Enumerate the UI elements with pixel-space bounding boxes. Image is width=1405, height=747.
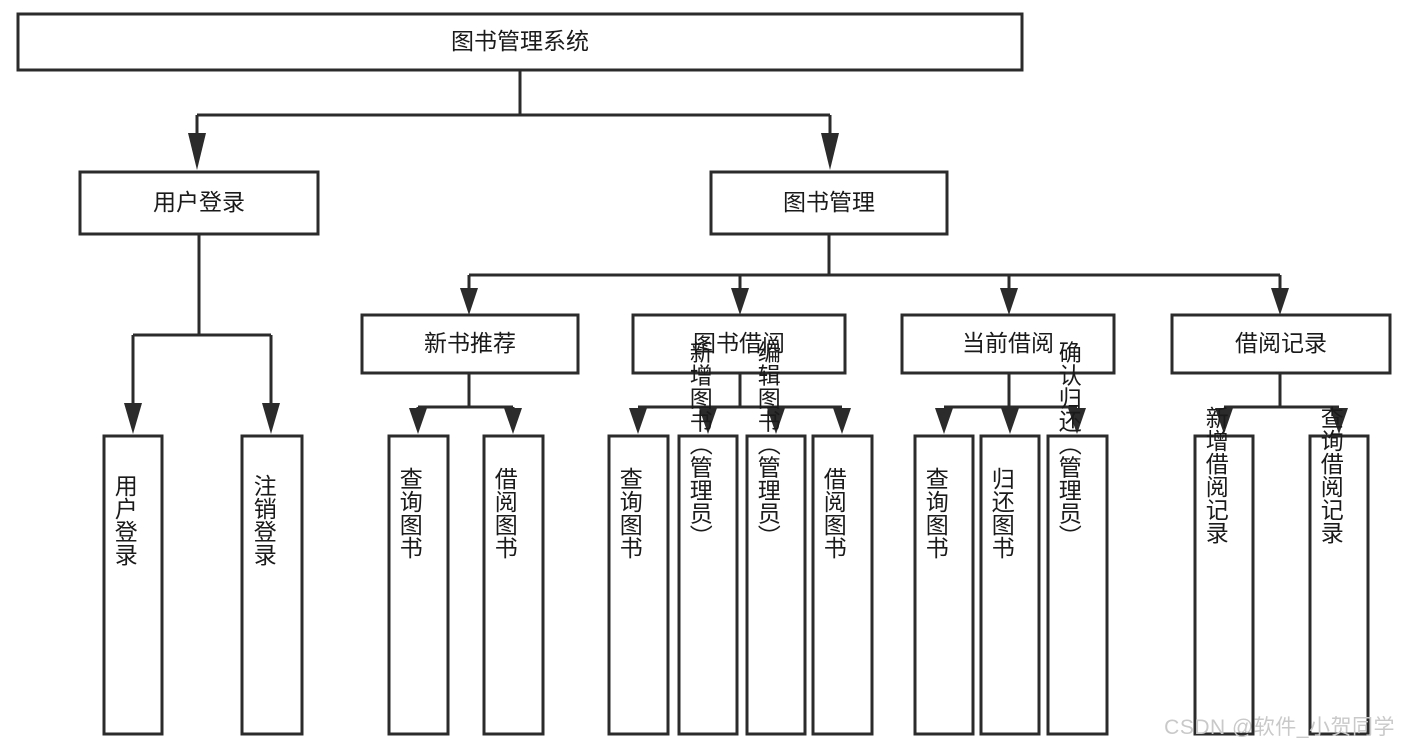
user-login-label: 用户登录 [153,189,245,215]
leaf-label: 编辑图书（管理员） [754,341,781,548]
leaf-new-book-recommend-2[interactable]: 借阅图书 [482,434,545,736]
arrow-newbook-leaf-1 [409,408,427,434]
current-borrow-label: 当前借阅 [962,330,1054,356]
leaf-book-borrow-1[interactable]: 查询图书 [607,434,670,736]
leaf-label: 用户登录 [111,474,138,566]
leaf-book-borrow-3[interactable]: 编辑图书（管理员） [745,341,807,736]
node-book-management[interactable]: 图书管理 [709,170,949,236]
node-user-login[interactable]: 用户登录 [78,170,320,236]
arrow-bookborrow-leaf-1 [629,408,647,434]
leaf-box [677,434,739,736]
arrow-currentborrow-leaf-2 [1001,408,1019,434]
leaf-current-borrow-2[interactable]: 归还图书 [979,434,1041,736]
csdn-watermark: CSDN @软件_小贺同学 [1164,716,1395,739]
book-management-label: 图书管理 [783,189,875,215]
leaf-borrow-record-2[interactable]: 查询借阅记录 [1308,406,1370,736]
leaf-label: 借阅图书 [820,467,847,559]
leaf-box [811,434,874,736]
arrow-currentborrow-leaf-3 [1068,408,1086,434]
node-root-book-management-system[interactable]: 图书管理系统 [16,12,1024,72]
leaf-box [387,434,450,736]
leaf-user-login-2[interactable]: 注销登录 [240,434,304,736]
leaf-box [607,434,670,736]
leaf-label: 注销登录 [250,474,277,566]
leaf-label: 查询图书 [922,467,949,559]
arrow-to-user-login [188,133,206,170]
leaf-label: 查询借阅记录 [1317,406,1344,544]
new-book-recommend-box [360,313,580,375]
connectors-layer [124,70,1348,434]
book-management-box [709,170,949,236]
leaf-borrow-record-1[interactable]: 新增借阅记录 [1193,406,1255,736]
arrow-to-borrow-record [1271,288,1289,315]
arrow-bookborrow-leaf-3 [767,408,785,434]
leaf-label: 查询图书 [616,467,643,559]
node-new-book-recommend[interactable]: 新书推荐 [360,313,580,375]
leaf-current-borrow-3[interactable]: 确认归还（管理员） [1046,341,1109,736]
current-borrow-box [900,313,1116,375]
arrow-bookborrow-leaf-2 [699,408,717,434]
arrow-currentborrow-leaf-1 [935,408,953,434]
arrow-to-book-borrow [731,288,749,315]
leaf-box [102,434,164,736]
leaf-box [913,434,975,736]
leaf-box [745,434,807,736]
root-label: 图书管理系统 [451,28,589,54]
leaf-box [1193,434,1255,736]
arrow-borrowrecord-leaf-2 [1330,408,1348,434]
leaf-book-borrow-4[interactable]: 借阅图书 [811,434,874,736]
new-book-recommend-label: 新书推荐 [424,330,516,356]
arrow-to-book-mgmt [821,133,839,170]
leaf-box [1308,434,1370,736]
arrow-borrowrecord-leaf-1 [1215,408,1233,434]
leaf-label: 确认归还（管理员） [1055,341,1082,548]
leaf-box [240,434,304,736]
arrow-bookborrow-leaf-4 [833,408,851,434]
user-login-box [78,170,320,236]
book-borrow-label: 图书借阅 [693,330,785,356]
arrow-userlogin-leaf-2 [262,403,280,434]
node-book-borrow[interactable]: 图书借阅 [631,313,847,375]
arrow-newbook-leaf-2 [504,408,522,434]
book-borrow-box [631,313,847,375]
leaf-new-book-recommend-1[interactable]: 查询图书 [387,434,450,736]
node-borrow-record[interactable]: 借阅记录 [1170,313,1392,375]
arrow-to-new-book [460,288,478,315]
leaf-box [1046,434,1109,736]
leaf-current-borrow-1[interactable]: 查询图书 [913,434,975,736]
leaf-box [979,434,1041,736]
leaf-label: 查询图书 [396,467,423,559]
leaf-label: 新增借阅记录 [1202,406,1229,544]
node-current-borrow[interactable]: 当前借阅 [900,313,1116,375]
leaf-box [482,434,545,736]
borrow-record-label: 借阅记录 [1235,330,1327,356]
arrow-userlogin-leaf-1 [124,403,142,434]
root-box [16,12,1024,72]
leaf-label: 借阅图书 [491,467,518,559]
leaf-user-login-1[interactable]: 用户登录 [102,434,164,736]
leaf-label: 归还图书 [988,467,1015,559]
arrow-to-current-borrow [1000,288,1018,315]
leaf-label: 新增图书（管理员） [686,341,713,548]
leaf-book-borrow-2[interactable]: 新增图书（管理员） [677,341,739,736]
borrow-record-box [1170,313,1392,375]
